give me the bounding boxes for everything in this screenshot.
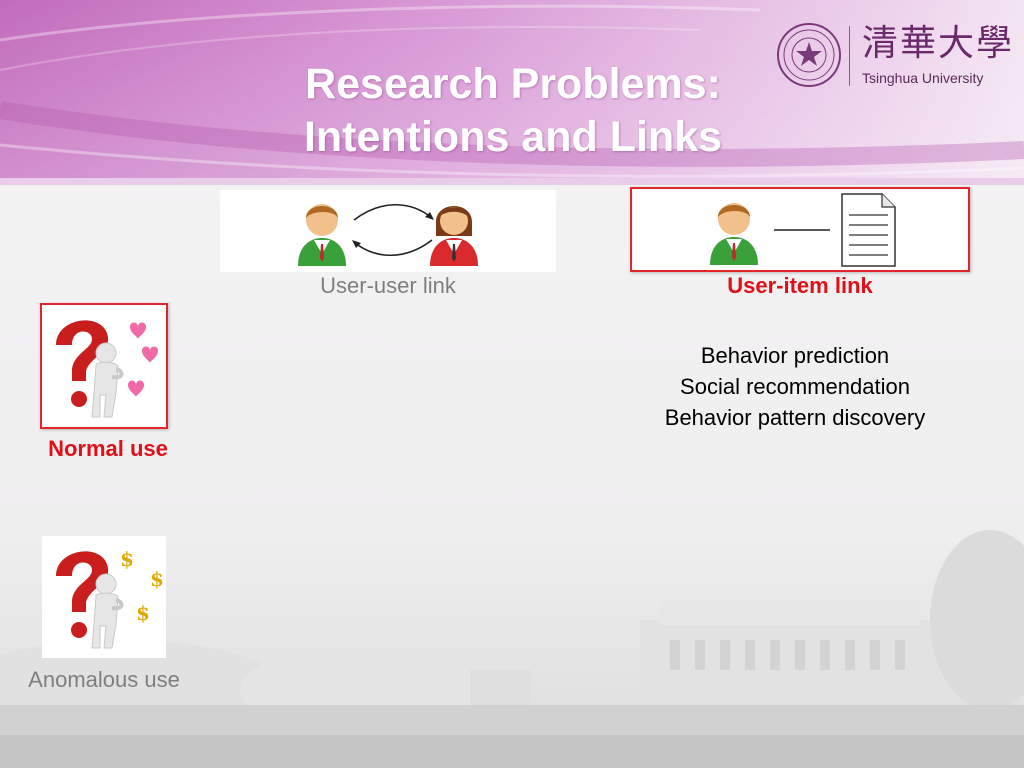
- user-item-link-label: User-item link: [727, 273, 873, 298]
- university-logo: 清華大學 Tsinghua University: [776, 22, 1012, 88]
- bidirectional-arrows-icon: [352, 203, 434, 257]
- male-user-icon: [710, 203, 758, 265]
- question-mark-thinker-icon: [56, 551, 124, 649]
- list-item: Behavior prediction: [700, 343, 890, 368]
- normal-use-image: [40, 303, 168, 429]
- user-item-link-panel: [630, 187, 970, 272]
- tsinghua-seal-icon: [777, 23, 841, 87]
- slide-title: Research Problems: Intentions and Links: [200, 58, 826, 164]
- female-user-icon: [430, 206, 478, 266]
- user-user-link-panel: [220, 190, 556, 272]
- university-name-chinese: 清華大學: [862, 23, 1015, 64]
- applications-list: Behavior prediction Social recommendatio…: [610, 340, 980, 433]
- logo-divider: [849, 26, 850, 86]
- svg-text:$: $: [136, 601, 150, 625]
- dollar-sign-icon: $ $ $: [120, 547, 164, 625]
- list-item: Social recommendation: [680, 374, 910, 399]
- svg-text:$: $: [120, 547, 134, 571]
- user-user-link-label: User-user link: [320, 273, 456, 298]
- slide-header: [0, 0, 1024, 185]
- anomalous-use-label: Anomalous use: [28, 667, 180, 692]
- svg-text:$: $: [150, 567, 164, 591]
- anomalous-use-image: $ $ $: [42, 536, 166, 658]
- document-icon: [841, 193, 896, 267]
- question-mark-thinker-icon: [56, 320, 124, 418]
- list-item: Behavior pattern discovery: [664, 405, 926, 430]
- male-user-icon: [298, 204, 346, 266]
- title-line-2: Intentions and Links: [303, 113, 723, 161]
- title-line-1: Research Problems:: [305, 60, 721, 108]
- heart-icon: [128, 322, 158, 397]
- normal-use-label: Normal use: [48, 436, 168, 461]
- university-name-english: Tsinghua University: [862, 70, 984, 86]
